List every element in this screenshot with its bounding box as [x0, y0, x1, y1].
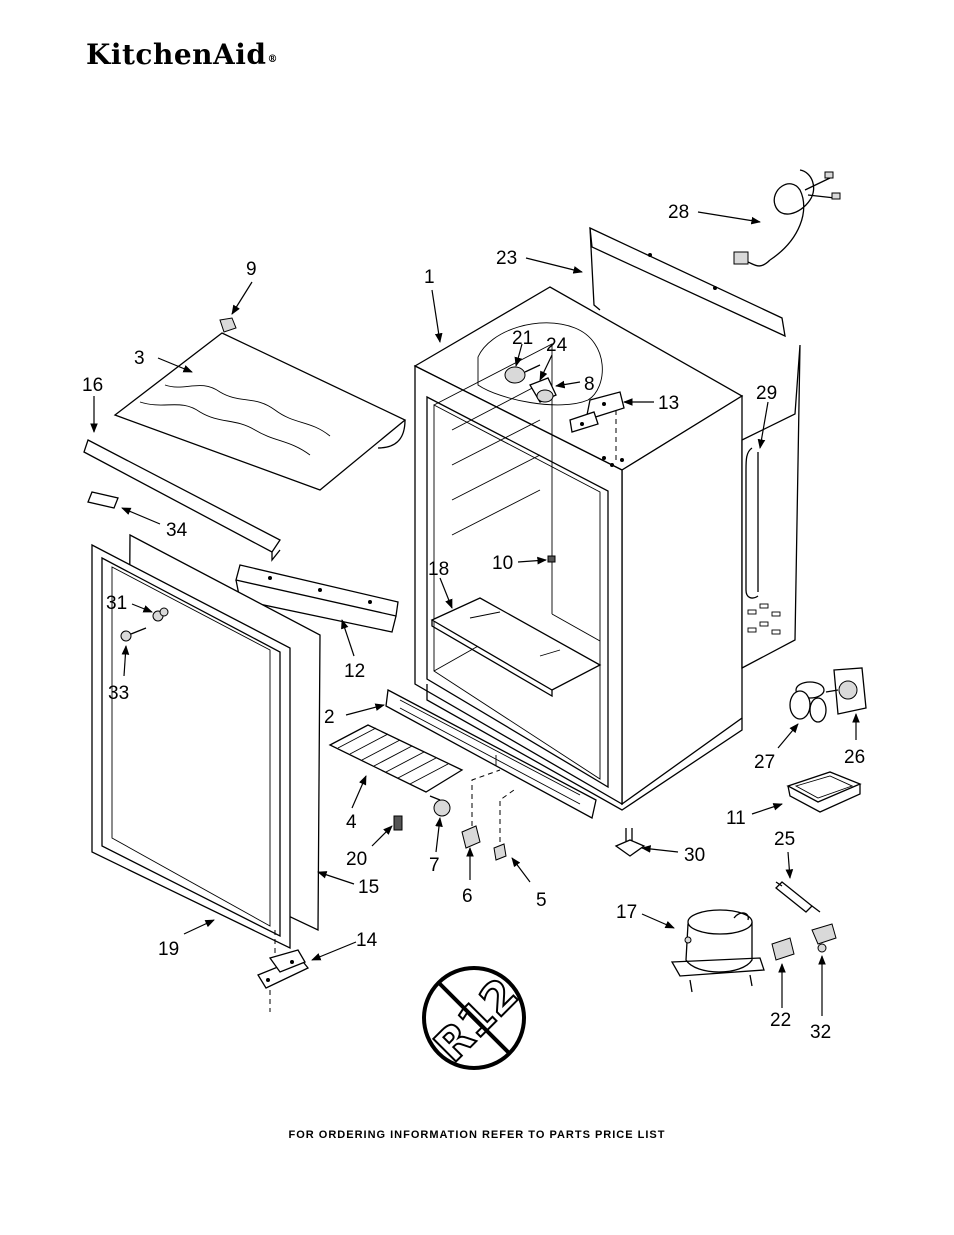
- callout-2: 2: [324, 707, 335, 728]
- callout-20: 20: [346, 849, 367, 870]
- back-panel-part: [589, 226, 786, 338]
- leveling-leg-part: [614, 828, 646, 857]
- cabinet-part: [413, 286, 744, 811]
- callout-18: 18: [428, 559, 449, 580]
- kitchenaid-logo: KitchenAid®: [86, 38, 278, 71]
- knob-part: [433, 799, 451, 817]
- callout-9: 9: [246, 259, 257, 280]
- cover-clip-part: [219, 317, 237, 333]
- power-cord-part: [733, 169, 841, 267]
- callout-26: 26: [844, 747, 865, 768]
- callout-19: 19: [158, 939, 179, 960]
- callout-10: 10: [492, 553, 513, 574]
- glass-shelf-part: [430, 597, 602, 698]
- callout-6: 6: [462, 886, 473, 907]
- callout-3: 3: [134, 348, 145, 369]
- callout-17: 17: [616, 902, 637, 923]
- callout-21: 21: [512, 328, 533, 349]
- kick-grille-part: [385, 688, 597, 819]
- cabinet-plug-part: [547, 555, 556, 563]
- registered-mark: ®: [267, 54, 278, 65]
- callout-27: 27: [754, 752, 775, 773]
- callout-12: 12: [344, 661, 365, 682]
- relay-part: [771, 937, 795, 961]
- callout-14: 14: [356, 930, 378, 951]
- callout-24: 24: [546, 335, 568, 356]
- fan-motor-part: [825, 667, 867, 715]
- callout-5: 5: [536, 890, 547, 911]
- ordering-note: FOR ORDERING INFORMATION REFER TO PARTS …: [288, 1129, 666, 1141]
- callout-33: 33: [108, 683, 129, 704]
- fan-blade-part: [789, 681, 827, 723]
- r12-prohibited-badge: R12: [422, 966, 529, 1073]
- top-hinge-part: [569, 391, 625, 460]
- callout-23: 23: [496, 248, 517, 269]
- callout-34: 34: [166, 520, 188, 541]
- callout-16: 16: [82, 375, 103, 396]
- switch-part: [393, 815, 403, 831]
- door-bracket-part: [235, 564, 399, 633]
- callout-8: 8: [584, 374, 595, 395]
- callout-7: 7: [429, 855, 440, 876]
- front-trim-part: [83, 439, 281, 562]
- callout-1: 1: [424, 267, 435, 288]
- key-part: [120, 627, 147, 642]
- callout-22: 22: [770, 1010, 791, 1031]
- bottom-hinge-part: [257, 930, 310, 1012]
- bulb-part: [493, 789, 515, 861]
- callout-13: 13: [658, 393, 679, 414]
- drier-part: [775, 881, 821, 913]
- door-part: [91, 533, 321, 950]
- callout-29: 29: [756, 383, 777, 404]
- condenser-panel-part: [741, 344, 801, 670]
- brand-name: KitchenAid: [86, 38, 267, 71]
- top-cover-part: [113, 332, 407, 491]
- callout-labels: 1 2 3 4 5 6 7 8 9 10 11 12 13 14 15 16 1…: [82, 202, 865, 1043]
- callout-11: 11: [726, 808, 746, 829]
- overload-part: [811, 923, 837, 953]
- callout-28: 28: [668, 202, 689, 223]
- leader-lines: [90, 211, 860, 1016]
- callout-4: 4: [346, 812, 357, 833]
- callout-30: 30: [684, 845, 705, 866]
- trim-insert-part: [87, 491, 119, 509]
- callout-15: 15: [358, 877, 379, 898]
- evaporator-coil-part: [328, 724, 464, 801]
- light-socket-part: [461, 769, 501, 849]
- compressor-part: [670, 909, 765, 993]
- lock-part: [152, 607, 169, 622]
- drain-pan-part: [786, 771, 862, 813]
- callout-31: 31: [106, 593, 127, 614]
- callout-25: 25: [774, 829, 795, 850]
- callout-32: 32: [810, 1022, 831, 1043]
